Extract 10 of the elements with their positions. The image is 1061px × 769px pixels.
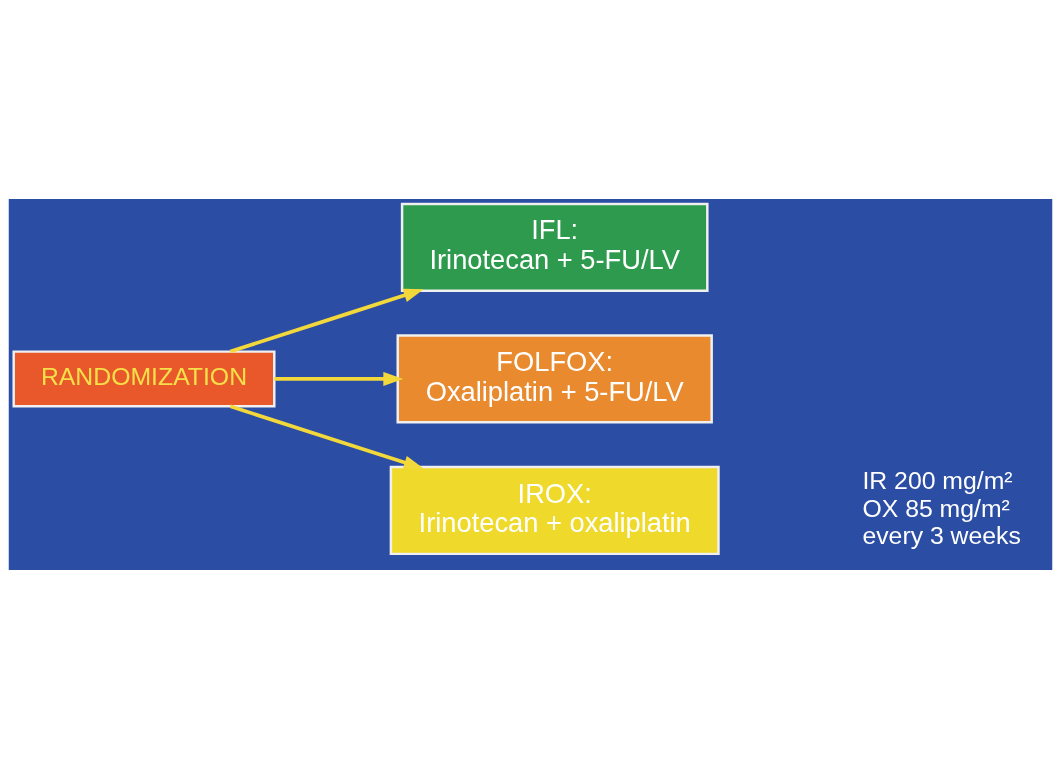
node-box: IFL: Irinotecan + 5-FU/LV: [400, 202, 709, 293]
node-box: RANDOMIZATION: [12, 350, 276, 408]
arrow: [229, 404, 424, 470]
label: every 3 weeks: [862, 521, 1021, 549]
node-box: IROX: Irinotecan + oxaliplatin: [389, 465, 720, 556]
arrow: [229, 288, 424, 354]
label: IR 200 mg/m²: [862, 467, 1013, 495]
arrow: [274, 371, 404, 386]
label: OX 85 mg/m²: [862, 494, 1010, 522]
node-box: FOLFOX: Oxaliplatin + 5-FU/LV: [396, 334, 713, 424]
